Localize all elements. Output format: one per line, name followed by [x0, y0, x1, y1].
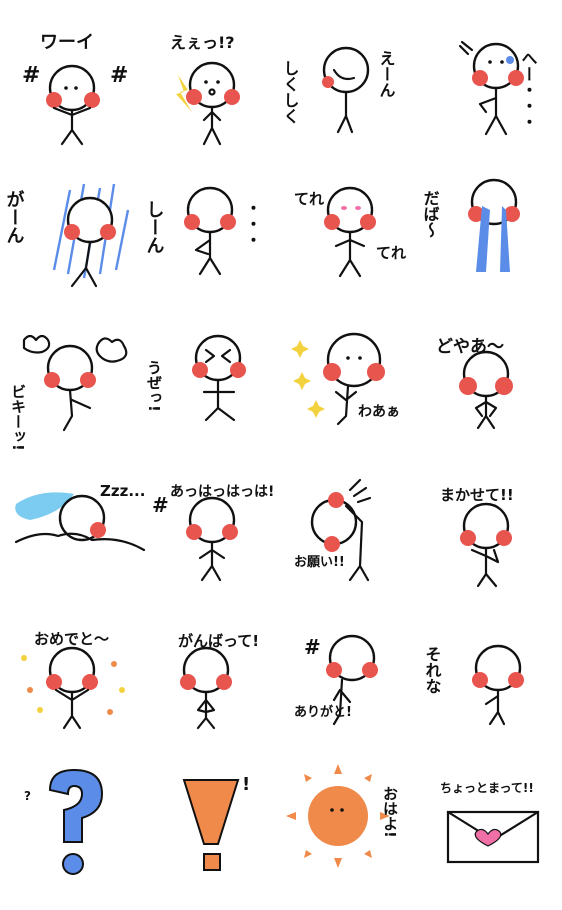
sticker-chottomatte[interactable]: ちょっとまって!!: [424, 760, 562, 910]
sticker-makasete[interactable]: まかせて!!: [424, 470, 562, 620]
sticker-caption: ちょっとまって!!: [440, 781, 534, 795]
sticker-uzai[interactable]: うぜっ!: [145, 320, 288, 470]
sticker-caption: しくしく: [281, 60, 300, 124]
sticker-waai[interactable]: ワーイ # #: [10, 20, 150, 170]
cheek: [46, 92, 62, 108]
hash-marks: #: [304, 635, 321, 659]
sticker-caption: それな: [423, 646, 442, 694]
sticker-ee[interactable]: えぇっ!?: [148, 20, 288, 170]
sticker-art: ちょっとまって!!: [440, 781, 540, 864]
sticker-caption: ワーイ: [40, 32, 94, 53]
sticker-art: それな: [423, 644, 524, 726]
sticker-caption: がんばって!: [178, 632, 259, 650]
sticker-art: だば〜: [421, 178, 520, 272]
sticker-art: ?: [24, 768, 104, 875]
sticker-caption: おめでと〜: [34, 630, 109, 648]
sticker-hee[interactable]: へー・・・: [424, 20, 562, 170]
sticker-dabaa[interactable]: だば〜: [421, 170, 562, 320]
lightning-icon: [176, 75, 192, 112]
anger-cloud-icon: [95, 337, 128, 363]
sticker-caption: !: [242, 774, 250, 795]
sticker-caption: わあぁ: [358, 404, 400, 420]
hash-marks: #: [152, 493, 169, 517]
sticker-arigato[interactable]: # ありがと!: [286, 620, 426, 770]
sticker-art: がんばって!: [178, 632, 259, 730]
sticker-exclaim[interactable]: !: [148, 760, 288, 910]
sticker-tere[interactable]: てれ てれ: [286, 170, 426, 320]
sticker-shiin[interactable]: しーん ・・・: [144, 170, 288, 320]
sticker-caption-2: ・・・: [243, 200, 262, 248]
sticker-art: ワーイ # #: [22, 32, 128, 146]
sticker-art: しーん ・・・: [144, 186, 262, 276]
question-mark-icon: [48, 768, 104, 843]
sticker-art: お願い!!: [294, 478, 372, 582]
sticker-art: しくしく えーん: [281, 46, 396, 134]
sweat-drop-icon: [506, 56, 514, 64]
sticker-caption: まかせて!!: [440, 486, 514, 504]
sticker-waa[interactable]: わあぁ: [286, 320, 426, 470]
sticker-ohayo[interactable]: おはよ!: [286, 760, 426, 910]
sticker-sorena[interactable]: それな: [423, 620, 562, 770]
sticker-shikushiku[interactable]: しくしく えーん: [281, 20, 426, 170]
hash-marks: #: [110, 63, 128, 88]
exclamation-icon: [182, 779, 240, 845]
sticker-gaan[interactable]: がーん: [4, 170, 150, 320]
sticker-art: がーん: [4, 183, 130, 288]
sticker-caption: しーん: [144, 200, 165, 254]
sticker-onegai[interactable]: お願い!!: [286, 470, 426, 620]
cheek: [84, 92, 100, 108]
sticker-caption: えぇっ!?: [170, 33, 235, 52]
sticker-art: Zzz...: [14, 482, 145, 552]
sticker-art: うぜっ!: [145, 334, 246, 422]
motion-lines: [348, 478, 372, 504]
sticker-art: # あっはっはっは!: [152, 484, 274, 582]
motion-lines: [458, 40, 474, 56]
sticker-art: !: [182, 774, 250, 871]
hash-marks: #: [22, 63, 40, 88]
sticker-art: どやあ〜: [436, 337, 513, 430]
sticker-question[interactable]: ?: [10, 760, 150, 910]
sticker-art: ビキーッ!: [9, 334, 128, 451]
sticker-caption: がーん: [4, 189, 25, 244]
sticker-caption: ビキーッ!: [9, 384, 27, 451]
sticker-art: おはよ!: [286, 764, 399, 868]
sticker-caption: ?: [24, 789, 31, 803]
sticker-ganbatte[interactable]: がんばって!: [148, 620, 288, 770]
sticker-caption: あっはっはっは!: [170, 484, 274, 500]
sticker-caption: へー・・・: [519, 50, 538, 130]
sticker-caption: だば〜: [421, 190, 440, 239]
sticker-caption: お願い!!: [294, 555, 345, 570]
sticker-bikii[interactable]: ビキーッ!: [9, 320, 150, 470]
heart-icon: [474, 828, 502, 847]
sticker-art: へー・・・: [458, 40, 538, 136]
sticker-art: てれ てれ: [294, 186, 406, 278]
anger-cloud-icon: [22, 334, 51, 354]
sticker-caption: てれ: [294, 190, 324, 208]
sticker-caption: おはよ!: [381, 786, 399, 838]
sticker-art: わあぁ: [291, 332, 400, 426]
sticker-art: まかせて!!: [440, 486, 514, 588]
sticker-omedeto[interactable]: おめでと〜: [10, 620, 150, 770]
sticker-caption: Zzz...: [100, 482, 145, 500]
sticker-art: えぇっ!?: [170, 33, 240, 146]
sticker-caption: うぜっ!: [145, 360, 163, 412]
sticker-ahaha[interactable]: # あっはっはっは!: [148, 470, 288, 620]
sticker-caption-2: てれ: [376, 244, 406, 262]
character-head: [326, 332, 382, 388]
sticker-art: おめでと〜: [21, 630, 125, 730]
tears-stream: [476, 206, 510, 272]
sticker-zzz[interactable]: Zzz...: [10, 470, 150, 620]
confetti: [21, 655, 125, 715]
sparkles: [291, 340, 325, 418]
sticker-art: # ありがと!: [294, 634, 378, 726]
sticker-caption-2: えーん: [377, 50, 396, 98]
sticker-caption: ありがと!: [294, 704, 352, 720]
sleep-bubble: [15, 492, 74, 520]
sun-icon: [286, 764, 390, 868]
sticker-doyaa[interactable]: どやあ〜: [424, 320, 562, 470]
